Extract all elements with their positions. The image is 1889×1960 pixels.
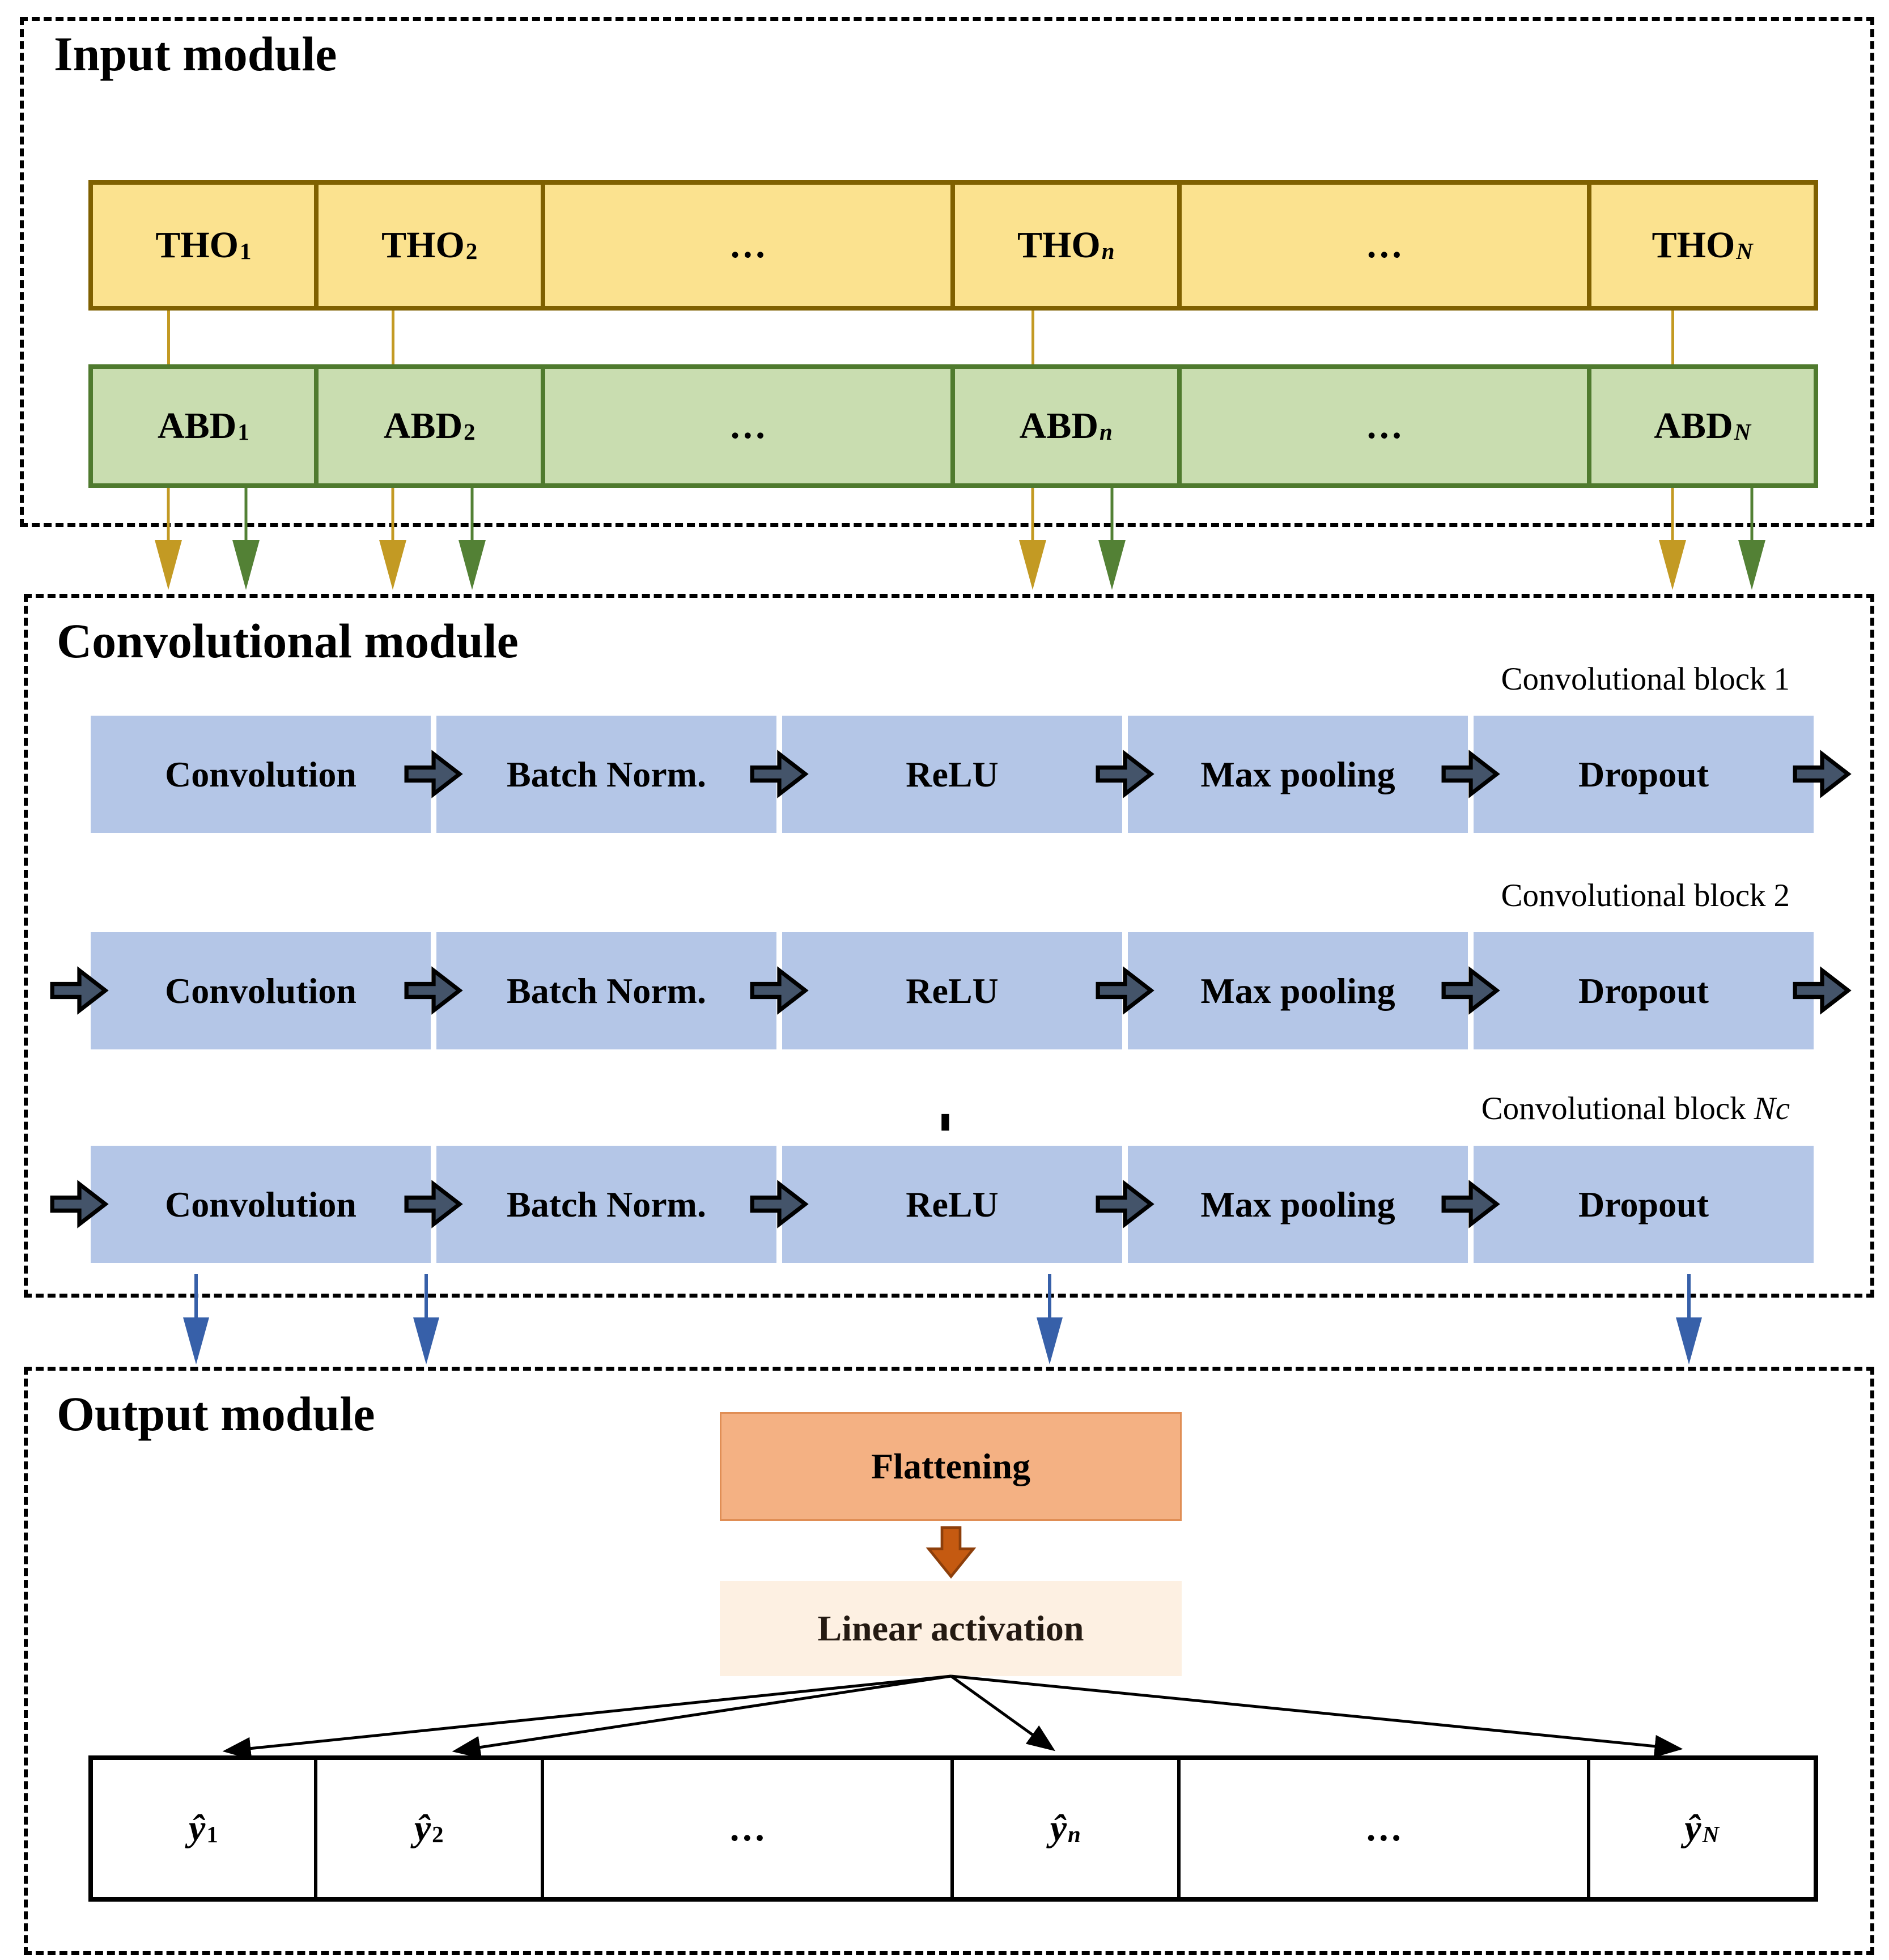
- tho-down-arrow-icon: [1019, 488, 1046, 590]
- abd-cell-ellipsis-2: …: [1177, 369, 1587, 483]
- conv-step-convolution: Convolution: [91, 716, 431, 833]
- step-arrow-icon: [404, 1180, 463, 1228]
- output-module-box: [24, 1367, 1874, 1955]
- linear-activation-box: Linear activation: [720, 1581, 1182, 1676]
- tho-down-arrow-icon: [1659, 488, 1686, 590]
- block-entry-arrow-icon: [50, 1180, 109, 1228]
- yhat-cell-ellipsis-1: …: [540, 1760, 950, 1897]
- step-arrow-icon: [1096, 1180, 1154, 1228]
- yhat-cell-ellipsis-2: …: [1177, 1760, 1587, 1897]
- input-module-box: [20, 17, 1874, 527]
- tho-down-arrow-icon: [379, 488, 406, 590]
- conv-output-arrow-icon: [1037, 1274, 1063, 1367]
- conv-step-relu: ReLU: [782, 932, 1122, 1049]
- block-entry-arrow-icon: [50, 966, 109, 1015]
- conv-step-relu: ReLU: [782, 716, 1122, 833]
- tho-N-label: THO: [1652, 224, 1735, 266]
- abd-N-label: ABD: [1654, 405, 1733, 447]
- conv-block-row-1: Convolution Batch Norm. ReLU Max pooling…: [91, 716, 1852, 833]
- convolutional-module-title: Convolutional module: [57, 614, 519, 668]
- conv-step-dropout: Dropout: [1474, 932, 1814, 1049]
- step-arrow-icon: [750, 750, 809, 798]
- abd-down-arrow-icon: [232, 488, 260, 590]
- step-arrow-icon: [404, 966, 463, 1015]
- input-module-title: Input module: [54, 27, 337, 81]
- step-arrow-icon: [1441, 1180, 1500, 1228]
- convolutional-module-box: [24, 594, 1874, 1298]
- tho-n-label: THO: [1017, 224, 1101, 266]
- conv-output-arrow-icon: [183, 1274, 209, 1367]
- connector-line: [392, 311, 394, 364]
- connector-line: [167, 311, 170, 364]
- conv-step-relu: ReLU: [782, 1146, 1122, 1263]
- tho-1-label: THO: [155, 224, 239, 266]
- step-arrow-icon: [1096, 750, 1154, 798]
- abd-down-arrow-icon: [459, 488, 486, 590]
- conv-step-batchnorm: Batch Norm.: [436, 1146, 776, 1263]
- conv-output-arrow-icon: [413, 1274, 439, 1367]
- tho-down-arrow-icon: [155, 488, 182, 590]
- connector-line: [1031, 311, 1034, 364]
- step-arrow-icon: [1096, 966, 1154, 1015]
- step-arrow-icon: [750, 966, 809, 1015]
- conv-step-dropout: Dropout: [1474, 1146, 1814, 1263]
- abd-cell-ellipsis-1: …: [540, 369, 950, 483]
- tho-cell-ellipsis-2: …: [1177, 185, 1587, 306]
- yhat-2-label: ŷ: [414, 1808, 431, 1849]
- abd-down-arrow-icon: [1738, 488, 1765, 590]
- conv-step-convolution: Convolution: [91, 932, 431, 1049]
- conv-step-convolution: Convolution: [91, 1146, 431, 1263]
- yhat-n-label: ŷ: [1050, 1808, 1067, 1849]
- conv-step-batchnorm: Batch Norm.: [436, 932, 776, 1049]
- conv-step-maxpooling: Max pooling: [1128, 716, 1468, 833]
- abd-2-label: ABD: [383, 405, 463, 447]
- conv-step-maxpooling: Max pooling: [1128, 1146, 1468, 1263]
- abd-n-label: ABD: [1019, 405, 1099, 447]
- step-arrow-icon: [1441, 966, 1500, 1015]
- connector-line: [1671, 311, 1674, 364]
- conv-output-arrow-icon: [1676, 1274, 1702, 1367]
- yhat-1-label: ŷ: [189, 1808, 206, 1849]
- abd-1-label: ABD: [158, 405, 237, 447]
- conv-block-row-2: Convolution Batch Norm. ReLU Max pooling…: [50, 932, 1852, 1049]
- tho-2-label: THO: [381, 224, 465, 266]
- conv-step-batchnorm: Batch Norm.: [436, 716, 776, 833]
- block-exit-arrow-icon: [1793, 966, 1852, 1015]
- abd-down-arrow-icon: [1098, 488, 1126, 590]
- output-module-title: Output module: [57, 1387, 375, 1441]
- conv-block-row-Nc: Convolution Batch Norm. ReLU Max pooling…: [50, 1146, 1814, 1263]
- conv-step-maxpooling: Max pooling: [1128, 932, 1468, 1049]
- block-exit-arrow-icon: [1793, 750, 1852, 798]
- tho-cell-ellipsis-1: …: [540, 185, 950, 306]
- step-arrow-icon: [1441, 750, 1500, 798]
- yhat-N-label: ŷ: [1684, 1808, 1701, 1849]
- flattening-down-arrow-icon: [926, 1526, 977, 1579]
- step-arrow-icon: [750, 1180, 809, 1228]
- conv-step-dropout: Dropout: [1474, 716, 1814, 833]
- flattening-box: Flattening: [720, 1412, 1182, 1521]
- step-arrow-icon: [404, 750, 463, 798]
